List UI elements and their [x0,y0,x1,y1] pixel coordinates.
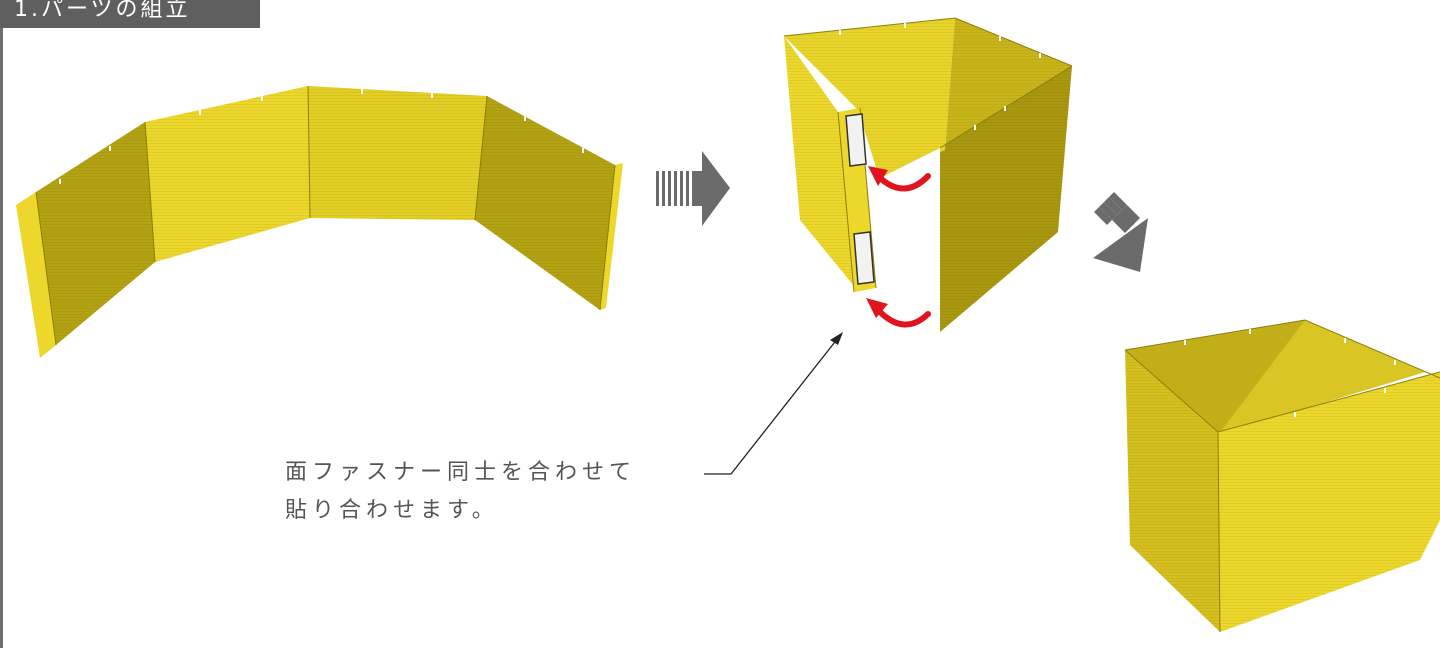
instruction-line-2: 貼り合わせます。 [285,498,499,523]
curved-arrow-icon-bottom [866,298,931,328]
unfolded-panels [16,85,623,358]
panel-end-left [16,192,56,358]
section-header: 1.パーツの組立 [0,0,260,28]
right-arrow-icon [656,151,730,226]
down-right-arrow-icon [1093,192,1148,272]
fastener-strip-top [845,113,867,167]
curved-arrow-icon-top [868,166,931,192]
instruction-line-1: 面ファスナー同士を合わせて [285,460,637,485]
instruction-text: 面ファスナー同士を合わせて 貼り合わせます。 [285,454,636,530]
leader-arrowhead [830,332,843,345]
fastener-strip-bottom [853,231,875,285]
leader-line [704,337,839,475]
panel-end-right [600,163,623,310]
assembled-box [1124,319,1440,633]
partial-assembly [783,17,1073,332]
section-title: 1.パーツの組立 [14,0,191,22]
left-border-rule [0,28,3,648]
